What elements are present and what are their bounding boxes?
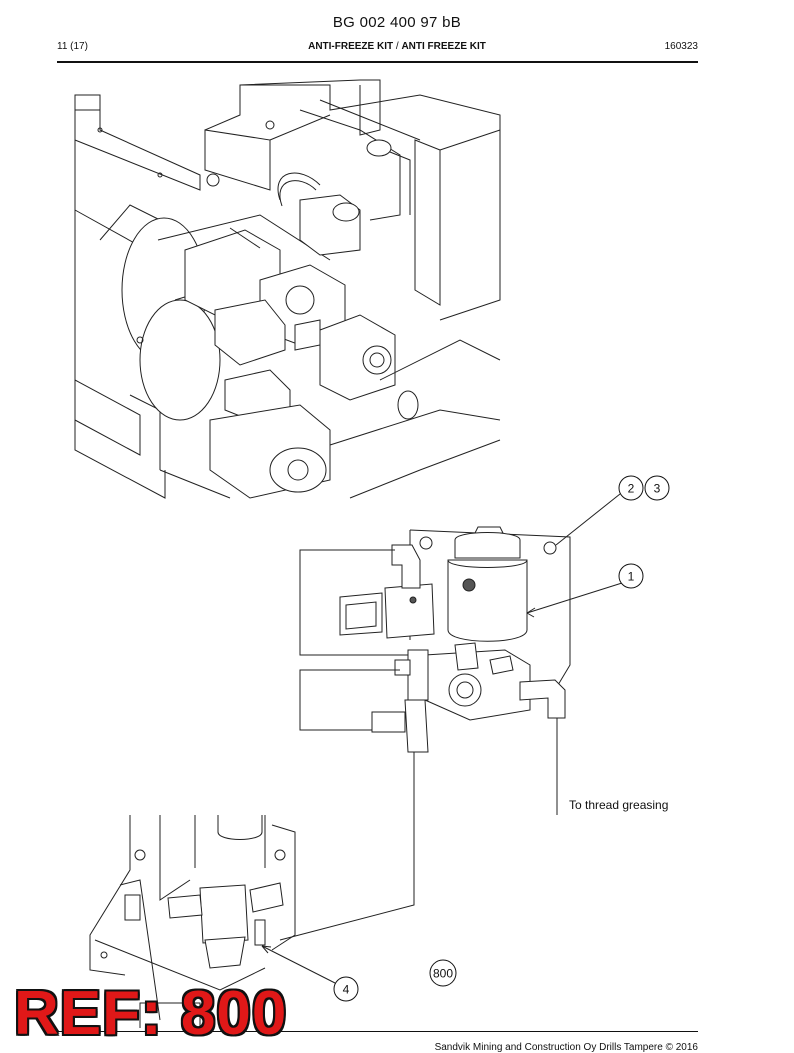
filter-unit-drawing bbox=[89, 815, 336, 1028]
callout-2-label: 2 bbox=[628, 482, 635, 496]
callout-4-label: 4 bbox=[343, 983, 350, 997]
thread-greasing-note: To thread greasing bbox=[569, 798, 669, 812]
footer-copyright: Sandvik Mining and Construction Oy Drill… bbox=[434, 1042, 698, 1053]
callout-3-label: 3 bbox=[654, 482, 661, 496]
footer-rule bbox=[57, 1031, 698, 1032]
callout-1: 1 bbox=[618, 563, 644, 589]
ref-stamp: REF: 800 bbox=[14, 979, 288, 1048]
heading-part-1: ANTI-FREEZE KIT bbox=[308, 41, 394, 52]
date-code: 160323 bbox=[664, 41, 698, 52]
callout-4: 4 bbox=[333, 976, 359, 1002]
anti-freeze-kit-drawing bbox=[279, 493, 623, 941]
header-rule bbox=[57, 61, 698, 63]
callout-3: 3 bbox=[644, 475, 670, 501]
page-heading: ANTI-FREEZE KIT / ANTI FREEZE KIT bbox=[0, 41, 794, 52]
heading-separator: / bbox=[393, 41, 402, 52]
heading-part-2: ANTI FREEZE KIT bbox=[401, 41, 486, 52]
callout-800: 800 bbox=[429, 959, 457, 987]
callout-1-label: 1 bbox=[628, 570, 635, 584]
machine-overview-drawing bbox=[74, 79, 501, 499]
callout-2: 2 bbox=[618, 475, 644, 501]
page-number: 11 (17) bbox=[57, 41, 88, 52]
callout-800-label: 800 bbox=[433, 967, 453, 981]
document-title: BG 002 400 97 bB bbox=[332, 14, 462, 31]
